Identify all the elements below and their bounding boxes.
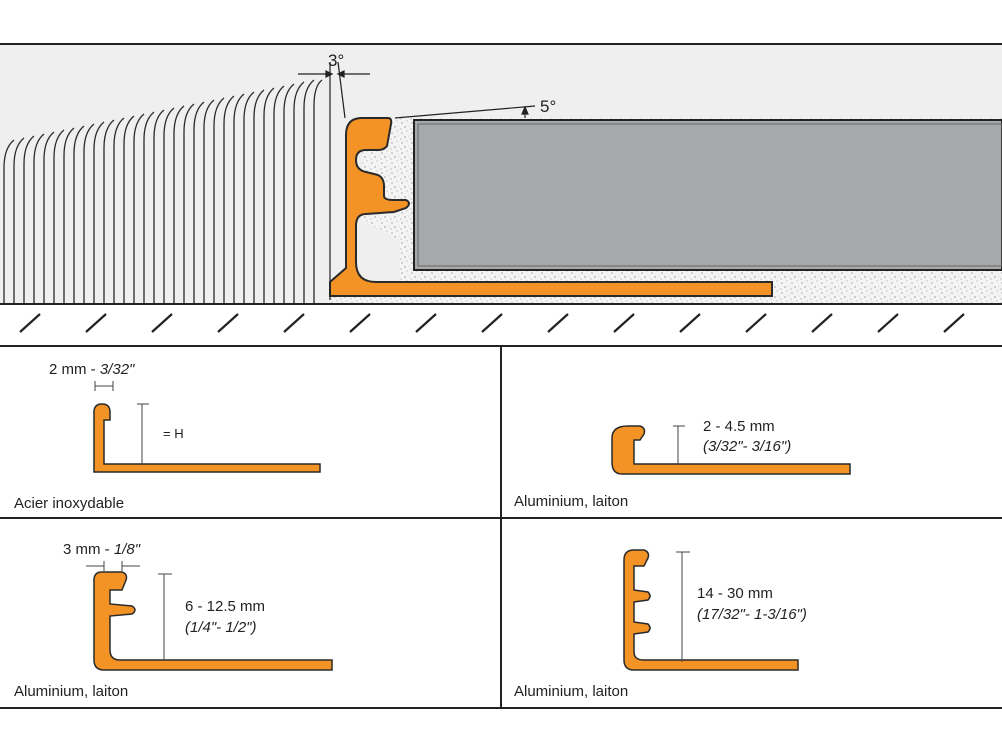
floor-substrate bbox=[0, 303, 1002, 347]
wall-texture bbox=[3, 79, 323, 304]
panel-medium-profile: 3 mm - 1/8" 6 - 12.5 mm (1/4"- 1/2") Alu… bbox=[14, 541, 333, 700]
panel3-thickness-label: 3 mm - 1/8" bbox=[63, 541, 141, 558]
panel2-height-metric: 2 - 4.5 mm bbox=[703, 418, 775, 435]
panel3-height-imperial: (1/4"- 1/2") bbox=[185, 619, 257, 636]
installation-cross-section: 3° 5° bbox=[0, 43, 1002, 347]
panel4-height-imperial: (17/32"- 1-3/16") bbox=[697, 606, 807, 623]
profile-shape-tall bbox=[623, 549, 799, 671]
angle-right-label: 5° bbox=[540, 97, 556, 116]
angle-3-annotation bbox=[298, 61, 370, 300]
tile bbox=[413, 119, 1002, 271]
panel2-height-imperial: (3/32"- 3/16") bbox=[703, 438, 791, 455]
panel1-height-label: = H bbox=[163, 426, 184, 441]
panel1-material-label: Acier inoxydable bbox=[14, 495, 124, 512]
panel3-height-metric: 6 - 12.5 mm bbox=[185, 598, 265, 615]
angle-5-annotation bbox=[394, 105, 536, 119]
panel1-thickness-label: 2 mm - 3/32" bbox=[49, 361, 135, 378]
panel4-height-metric: 14 - 30 mm bbox=[697, 585, 773, 602]
profile-shape-stainless bbox=[93, 403, 321, 473]
panel-stainless-steel: 2 mm - 3/32" = H Acier inoxydable bbox=[14, 361, 321, 512]
panel-rounded-profile: 2 - 4.5 mm (3/32"- 3/16") Aluminium, lai… bbox=[514, 418, 851, 510]
profile-shape-rounded bbox=[611, 425, 851, 475]
panel-grid bbox=[0, 346, 1002, 709]
profile-shape-medium bbox=[93, 571, 333, 671]
edge-profile bbox=[329, 117, 773, 297]
angle-left-label: 3° bbox=[328, 51, 344, 70]
tile-inner-edge bbox=[417, 123, 1002, 267]
panel3-material-label: Aluminium, laiton bbox=[14, 683, 128, 700]
panel4-material-label: Aluminium, laiton bbox=[514, 683, 628, 700]
panel2-material-label: Aluminium, laiton bbox=[514, 493, 628, 510]
panel-tall-profile: 14 - 30 mm (17/32"- 1-3/16") Aluminium, … bbox=[514, 549, 807, 700]
